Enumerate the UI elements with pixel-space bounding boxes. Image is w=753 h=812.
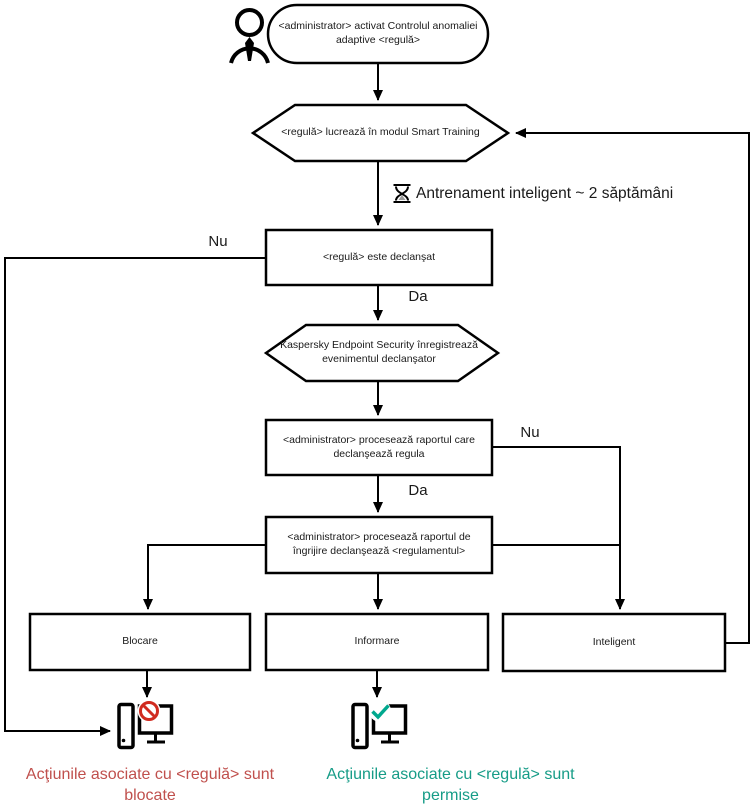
hexagon-smart-training <box>250 103 511 163</box>
hexagon-kes-registers <box>263 323 501 383</box>
rule-triggered-label: <regulă> este declanşat <box>322 250 436 263</box>
edge-nu-right-to-smart <box>492 446 625 610</box>
computer-prohibited-icon <box>117 699 174 750</box>
training-duration-label: Antrenament inteligent ~ 2 săptămâni <box>416 185 674 202</box>
checkmark-icon <box>369 700 391 722</box>
informare-label: Informare <box>354 635 400 648</box>
admin-care-report-label: <administrator> procesează raportul de î… <box>287 531 471 557</box>
rect-admin-care-report <box>264 515 494 575</box>
kes-registers-label: Kaspersky Endpoint Security înregistreaz… <box>280 339 478 365</box>
connector-lines <box>4 63 750 736</box>
rect-blocare <box>28 612 252 672</box>
edge-smart-feedback-loop <box>515 128 750 644</box>
blocare-label: Blocare <box>122 635 158 648</box>
edge-label-nu-right: Nu <box>520 424 540 441</box>
allowed-caption: Acţiunile asociate cu <regulă> sunt perm… <box>326 766 575 804</box>
edge-nu-left-to-blocked <box>4 257 266 736</box>
edge-label-da-second: Da <box>408 482 428 499</box>
inteligent-label: Inteligent <box>592 635 636 648</box>
smart-training-label: <regulă> lucrează în modul Smart Trainin… <box>281 126 480 139</box>
rect-rule-triggered <box>264 228 494 287</box>
blocked-caption: Acţiunile asociate cu <regulă> sunt bloc… <box>25 766 275 804</box>
computer-check-icon <box>351 700 408 750</box>
rect-inteligent <box>501 612 727 673</box>
user-outline-icon <box>229 8 270 64</box>
edge-care-to-block <box>143 544 266 610</box>
hourglass-icon <box>393 184 411 203</box>
start-label: <administrator> activat Controlul anomal… <box>278 20 478 46</box>
start-ellipse <box>266 3 490 65</box>
admin-report-label: <administrator> procesează raportul care… <box>282 433 475 460</box>
edge-label-nu-left: Nu <box>208 233 228 250</box>
rect-admin-report <box>264 418 494 477</box>
prohibition-icon <box>137 699 161 723</box>
edge-label-da-first: Da <box>408 288 428 305</box>
rect-informare <box>264 612 490 672</box>
